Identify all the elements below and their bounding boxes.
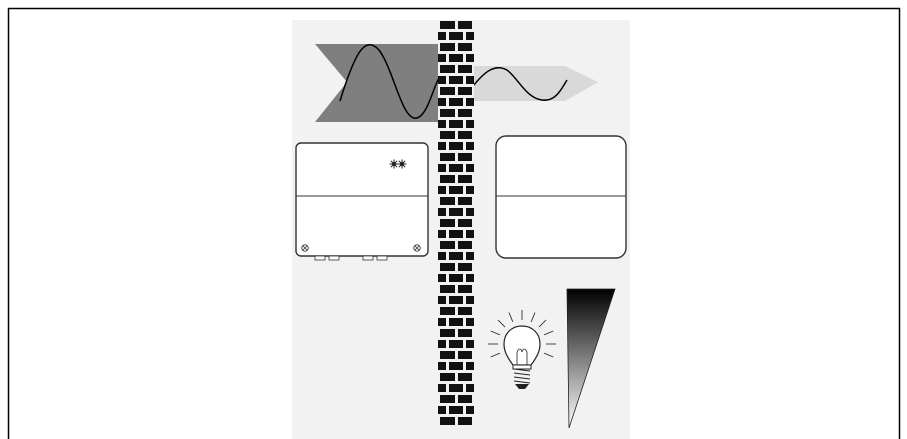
light-bulb-icon	[488, 310, 556, 389]
strong-wave-icon	[339, 44, 445, 119]
signal-attenuation-wedge-icon	[566, 288, 616, 429]
receiver-unit-icon	[495, 135, 627, 259]
attenuated-signal-arrow	[470, 66, 598, 101]
screw-icon	[413, 244, 421, 252]
screw-icon	[301, 244, 309, 252]
transmitter-unit-icon	[295, 142, 429, 261]
brick-wall-icon	[438, 20, 474, 432]
figure-frame	[7, 7, 901, 439]
weak-wave-icon	[473, 66, 568, 101]
cable-connectors	[314, 255, 388, 261]
led-sun-icon	[389, 159, 407, 169]
